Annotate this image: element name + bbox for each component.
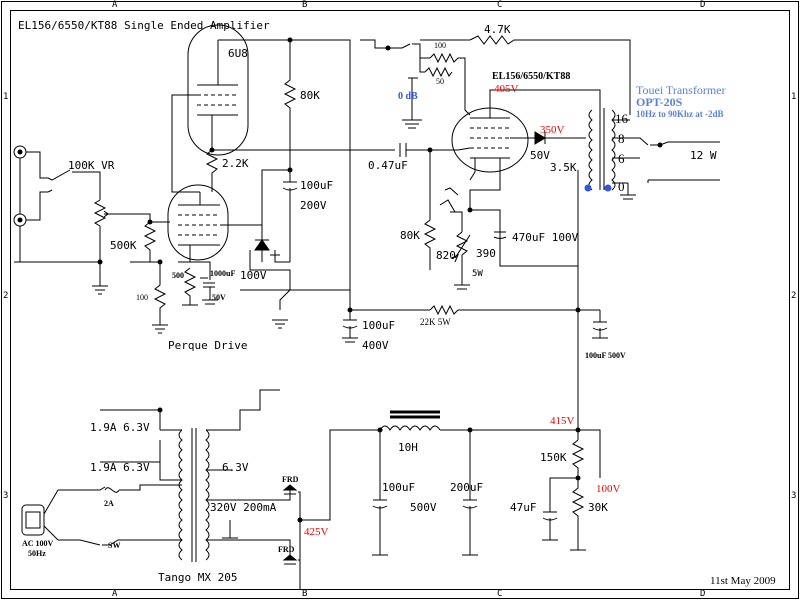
driver-tube-label: 6U8 — [228, 47, 248, 60]
label-tap-8: 8 — [618, 131, 625, 146]
label-heater-1: 1.9A 6.3V — [90, 421, 150, 434]
label-0db: 0 dB — [398, 91, 418, 102]
label-100-switch: 100 — [434, 41, 446, 50]
volume-pot — [93, 199, 107, 227]
label-4-7k: 4.7K — [484, 23, 511, 36]
power-transformer-primary — [178, 429, 183, 561]
diagram-title: EL156/6550/KT88 Single Ended Amplifier — [18, 19, 270, 32]
label-80k-grid: 80K — [400, 229, 420, 242]
label-2a: 2A — [104, 499, 114, 508]
voltage-100: 100V — [596, 483, 621, 495]
label-sw: SW — [108, 541, 121, 550]
transformer-model: OPT-20S — [636, 95, 683, 109]
label-100v: 100V — [240, 269, 267, 282]
grid-row-2-right: 2 — [791, 291, 797, 301]
label-3-5k: 3.5K — [550, 161, 577, 174]
grid-row-3: 3 — [3, 491, 9, 501]
output-transformer-primary — [588, 109, 593, 191]
label-1000uf: 1000uF — [210, 269, 236, 278]
label-470uf: 470uF 100V — [512, 231, 579, 244]
label-100uf-mid: 100uF — [362, 319, 396, 332]
label-50v: 50V — [530, 149, 550, 162]
label-6-3v: 6.3V — [222, 461, 249, 474]
label-ps-500v: 500V — [410, 501, 437, 514]
label-320v: 320V 200mA — [210, 501, 277, 514]
transformer-brand: Touei Transformer — [636, 83, 726, 97]
label-heater-2: 1.9A 6.3V — [90, 461, 150, 474]
grid-col-c: C — [497, 0, 503, 10]
choke-10h — [379, 425, 441, 431]
grid-row-2: 2 — [3, 291, 9, 301]
label-200v: 200V — [300, 199, 327, 212]
grid-col-a: A — [112, 0, 118, 10]
label-tap-16: 16 — [615, 111, 628, 126]
label-ac-100v: AC 100V — [22, 539, 54, 548]
label-50hz: 50Hz — [28, 549, 46, 558]
label-50v-small: 50V — [212, 293, 226, 302]
grid-col-b-bottom: B — [302, 589, 308, 599]
label-30k: 30K — [588, 501, 608, 514]
label-390: 390 — [476, 247, 496, 260]
driver-tube-lower-envelope — [167, 184, 229, 261]
label-5w: 5W — [472, 269, 483, 279]
label-2-2k: 2.2K — [222, 157, 249, 170]
power-transformer-secondary — [205, 429, 210, 561]
phase-dot-primary — [584, 184, 592, 192]
label-22k-5w: 22K 5W — [420, 317, 451, 327]
transformer-spec: 10Hz to 90Khz at -2dB — [636, 109, 724, 119]
label-tap-6: 6 — [618, 151, 625, 166]
grid-col-d: D — [700, 0, 706, 10]
voltage-405: 405V — [494, 83, 519, 95]
label-12w: 12 W — [690, 149, 717, 162]
label-100uf-500v: 100uF 500V — [585, 351, 626, 360]
label-10h: 10H — [398, 441, 418, 454]
label-frd-top: FRD — [282, 475, 299, 484]
grid-col-b: B — [302, 0, 308, 10]
label-100uf-top: 100uF — [300, 179, 334, 192]
label-500k: 500K — [110, 239, 137, 252]
grid-row-1-right: 1 — [791, 92, 797, 102]
grid-row-1: 1 — [3, 92, 9, 102]
phase-dot-secondary — [604, 184, 612, 192]
label-47uf: 47uF — [510, 501, 537, 514]
label-400v: 400V — [362, 339, 389, 352]
grid-col-a-bottom: A — [112, 589, 118, 599]
label-tango: Tango MX 205 — [158, 571, 238, 584]
label-500: 500 — [172, 271, 184, 280]
grid-row-3-right: 3 — [791, 491, 797, 501]
label-perque-drive: Perque Drive — [168, 339, 248, 352]
voltage-350: 350V — [540, 124, 565, 136]
label-frd-bottom: FRD — [278, 545, 295, 554]
label-100-ohm: 100 — [136, 293, 148, 302]
label-50-switch: 50 — [436, 77, 444, 86]
driver-tube-upper-envelope — [187, 24, 249, 156]
diagram-date: 11st May 2009 — [710, 575, 776, 587]
ac-plug — [21, 504, 45, 536]
fuse-2a — [104, 487, 120, 493]
voltage-415: 415V — [550, 415, 575, 427]
grid-col-d-bottom: D — [700, 589, 706, 599]
label-ps-100uf: 100uF — [382, 481, 416, 494]
label-100k-vr: 100K VR — [68, 159, 115, 172]
inner-border — [10, 10, 790, 590]
label-047uf: 0.47uF — [368, 159, 408, 172]
grid-col-c-bottom: C — [497, 589, 503, 599]
output-transformer-secondary — [611, 109, 616, 191]
label-820: 820 — [436, 249, 456, 262]
label-ps-200uf: 200uF — [450, 481, 484, 494]
label-80k-plate: 80K — [300, 89, 320, 102]
label-tap-0: 0 — [618, 179, 625, 194]
label-150k: 150K — [540, 451, 567, 464]
voltage-425: 425V — [304, 526, 329, 538]
output-tube-label: EL156/6550/KT88 — [492, 71, 571, 82]
